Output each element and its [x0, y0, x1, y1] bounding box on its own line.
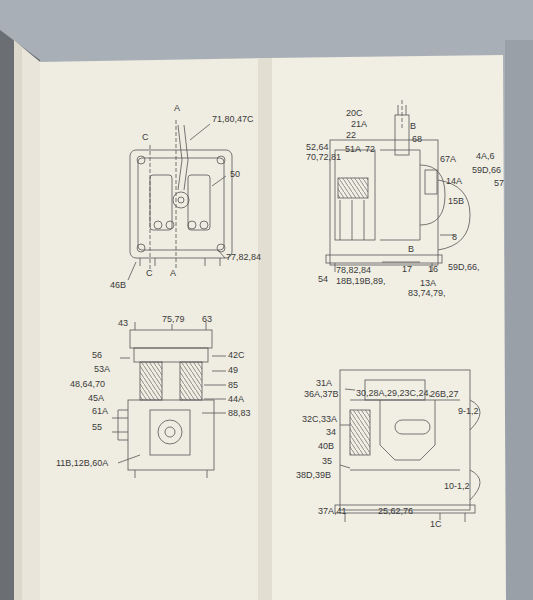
callout-number: 50 [230, 169, 240, 179]
callout-number: 52,64 [306, 142, 329, 152]
callout-number: B [408, 244, 414, 254]
callout-number: 40B [318, 441, 334, 451]
callout-number: 75,79 [162, 314, 185, 324]
callout-number: 1C [430, 519, 442, 529]
callout-number: 17 [402, 264, 412, 274]
callout-number: 53A [94, 364, 110, 374]
callout-number: 4A,6 [476, 151, 495, 161]
callout-number: 8 [452, 232, 457, 242]
callout-number: 42C [228, 350, 245, 360]
callout-number: 45A [88, 393, 104, 403]
callout-number: 57 [494, 178, 504, 188]
callout-number: 72 [365, 144, 375, 154]
callout-number: 35 [322, 456, 332, 466]
callout-number: B [410, 121, 416, 131]
callout-number: 14A [446, 176, 462, 186]
callout-number: 9-1,2 [458, 406, 479, 416]
callout-number: 63 [202, 314, 212, 324]
callout-number: 11B,12B,60A [56, 458, 108, 468]
callout-number: 67A [440, 154, 456, 164]
callout-number: 10-1,2 [444, 481, 470, 491]
callout-number: 78,82,84 [336, 265, 371, 275]
callout-number: 77,82,84 [226, 252, 261, 262]
callout-number: 18B,19B,89, [336, 276, 386, 286]
callout-number: 55 [92, 422, 102, 432]
callout-number: 36A,37B [304, 389, 339, 399]
callout-number: 56 [92, 350, 102, 360]
callout-number: 59D,66, [448, 262, 480, 272]
callout-number: 26B,27 [430, 389, 459, 399]
callout-number: 61A [92, 406, 108, 416]
callout-number: 71,80,47C [212, 114, 254, 124]
callout-number: 46B [110, 280, 126, 290]
callout-number: 44A [228, 394, 244, 404]
callout-number: 85 [228, 380, 238, 390]
callout-number: C [142, 132, 149, 142]
callout-number: 34 [326, 427, 336, 437]
callout-number: 38D,39B [296, 470, 331, 480]
callout-number: 20C [346, 108, 363, 118]
callout-number: 83,74,79, [408, 288, 446, 298]
callout-number: 31A [316, 378, 332, 388]
callout-number: 16 [428, 264, 438, 274]
callout-number: 48,64,70 [70, 379, 105, 389]
callout-number: 88,83 [228, 408, 251, 418]
callout-number: 15B [448, 196, 464, 206]
callout-number: 68 [412, 134, 422, 144]
callout-number: 70,72,81 [306, 152, 341, 162]
callout-number: 37A,41 [318, 506, 347, 516]
callout-number: 51A [345, 144, 361, 154]
callout-number: 59D,66 [472, 165, 501, 175]
callout-number: 13A [420, 278, 436, 288]
callout-number: A [170, 268, 176, 278]
callout-number: 49 [228, 365, 238, 375]
callout-number: 21A [351, 119, 367, 129]
callout-number: 54 [318, 274, 328, 284]
callout-number: 30,28A,29,23C,24, [356, 388, 431, 398]
callout-number: 22 [346, 130, 356, 140]
callout-number: 32C,33A [302, 414, 337, 424]
callout-number: 43 [118, 318, 128, 328]
callout-number: 25,62,76 [378, 506, 413, 516]
callout-number: C [146, 268, 153, 278]
callout-number: A [174, 103, 180, 113]
